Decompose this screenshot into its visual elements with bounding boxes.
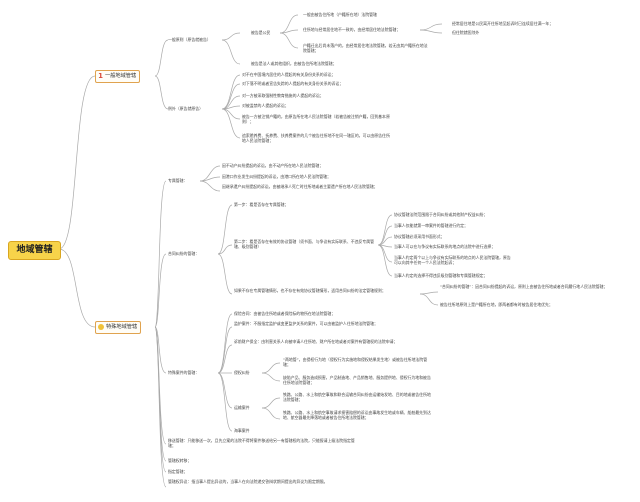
number-one-icon: 1 [98,71,103,80]
step2-item: 当事人可以在与争议有实际联系的地点的法院中进行选择； [394,244,496,249]
step2-item: 当事人约定两个以上与争议有实际联系的地点的人民法院管辖，原告可以向其中任何一个人… [394,255,511,266]
step2-item: 当事人约定的选择不得违反级别管辖和专属管辖规定； [394,273,488,278]
contract-step-3: 如果不存在专属管辖情形，也不存在有效协议管辖情形，适用合同纠纷的法定管辖规则； [234,288,386,293]
exception-item: 对一方被采取强制性教育措施的人提起的诉讼； [242,93,324,98]
exception-item: 对被监禁的人提起的诉讼； [242,103,289,108]
habitual-note-2: 但住院就医除外 [452,30,480,35]
step2-item: 当事人仅能就第一审案件的管辖进行约定； [394,223,468,228]
special-cases-node[interactable]: 特殊案件的管辖： [168,370,200,375]
step3-item: 被告住所地原则上是户籍所在地，即两者都有时被告居住地优先； [440,302,553,307]
exclusive-item: 因继承遗产纠纷提起的诉讼，由被继承人死亡时住所地或者主要遗产所在地人民法院管辖； [222,184,378,189]
transport-node[interactable]: 运输案件 [234,405,250,410]
contract-step-1: 第一步：看是否存在专属管辖； [234,202,289,207]
exception-item: 追索赡养费、抚养费、扶养费案件的几个被告住所地不在同一辖区的，可以由原告住所地人… [242,133,390,144]
special-item: 诉前财产保全：由利害关系人向被申请人住所地、财产所在地或者对案件有管辖权的法院申… [234,339,398,344]
org-defendant-rule: 被告是法人或其他组织，由被告住所地法院管辖； [251,61,337,66]
domicile-rule: 一般由被告住所地（户籍所在地）法院管辖 [303,12,377,17]
contract-step-2: 第二步：看是否存在有效的协议管辖（须书面、与争议有实际联系、不违反专属管辖、级别… [234,239,375,250]
jurisdiction-objection: 管辖权异议：指当事人提出异议的，当事人在向法院递交答辩状期间提出的异议为限定期限… [168,479,328,484]
exceptions-node[interactable]: 例外（原告就原告） [168,106,204,111]
infringement-item: “两地管”，由侵权行为地（侵权行为实施地和侵权结果发生地）或被告住所地法院管辖； [283,357,428,368]
transport-item: 铁路、公路、水上和航空事故请求损害赔偿的诉讼由事故发生地或车辆、船舶最先到达地、… [283,410,431,421]
habitual-residence-rule: 住所地与经常居住地不一致的，由经常居住地法院管辖； [303,27,401,32]
step3-item: “合同纠纷的管辖”：因合同纠纷提起的诉讼，原则上由被告住所地或者合同履行地人民法… [440,284,608,289]
infringement-node[interactable]: 侵权纠纷 [234,370,250,375]
step2-item: 协议管辖必须采用书面形式； [394,234,445,239]
special-item: 保险合同：由被告住所地或者保险标的物所在地法院管辖； [234,311,336,316]
transfer-jurisdiction: 移送管辖：只能移送一次，且先立案的法院不得将案件移送给另一有管辖权的法院，只能报… [168,438,355,449]
exclusive-node[interactable]: 专属管辖： [168,178,188,183]
branch-special-jurisdiction[interactable]: 特殊地域管辖 [95,321,142,334]
designated-jurisdiction: 指定管辖； [168,469,188,474]
exception-item: 对不在中国境内居住的人提起的有关身份关系的诉讼； [242,72,336,77]
habitual-note-1: 经常居住地是公民离开住所地至起诉时已连续居住满一年； [452,21,554,26]
star-bullet-icon [98,323,104,330]
citizen-defendant-node[interactable]: 被告是公民 [251,30,271,35]
contract-node[interactable]: 合同纠纷的管辖： [168,251,200,256]
jurisdiction-transfer: 管辖权转移； [168,458,192,463]
exception-item: 被告一方被注销户籍的，由原告所在地人民法院管辖（若被告被注销户籍，回到基本原则）… [242,114,390,125]
infringement-item: 缺陷产品、服务造成损害，产品制造地、产品销售地、服务提供地、侵权行为地和被告住所… [283,375,431,386]
special-item: 监护案件：不服指定监护或变更监护关系的案件，可以由被监护人住所地法院管辖； [234,321,378,326]
transport-item: 铁路、公路、水上和航空事故和联合运输合同纠纷由运输始发地、目的地或被告住所地法院… [283,392,431,403]
maritime-node[interactable]: 海事案件 [234,428,250,433]
root-node[interactable]: 地域管辖 [8,241,61,260]
deregistered-rule: 户籍迁出后尚未落户的，由经常居住地法院管辖，若无由其户籍所在地法院管辖； [303,43,428,54]
step2-item: 协议管辖法院范围限于合同纠纷或其他财产权益纠纷； [394,212,488,217]
exclusive-item: 因不动产纠纷提起的诉讼，由不动产所在地人民法院管辖； [222,163,324,168]
principle-node[interactable]: 一般原则（原告就被告） [168,37,211,42]
exclusive-item: 因港口作业发生纠纷提起的诉讼，由港口所在地人民法院管辖； [222,174,331,179]
exception-item: 对下落不明或者宣告失踪的人提起的有关身份关系的诉讼； [242,81,344,86]
